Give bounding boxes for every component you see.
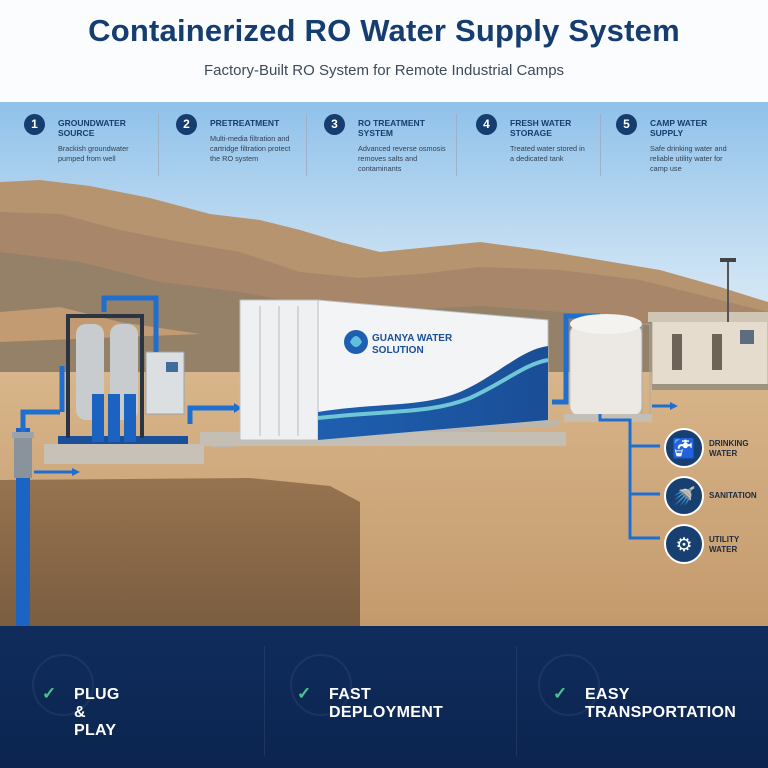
gears-icon: ⚙ xyxy=(664,524,704,564)
step-divider xyxy=(306,114,307,176)
ghost-circle-decoration xyxy=(538,654,600,716)
step-number-badge: 5 xyxy=(616,114,637,135)
page-title: Containerized RO Water Supply System xyxy=(88,13,680,48)
feature-label: PLUG & PLAY xyxy=(74,686,120,740)
container-brand-line1: GUANYA WATER xyxy=(372,333,453,344)
ghost-circle-decoration xyxy=(290,654,352,716)
feature-divider xyxy=(264,646,265,756)
step-title: FRESH WATER STORAGE xyxy=(510,118,572,138)
feature-label-line2: TRANSPORTATION xyxy=(585,704,737,721)
features-footer: ✓ PLUG & PLAY ✓ FAST DEPLOYMENT ✓ EASY T… xyxy=(0,626,768,768)
step-title: CAMP WATER SUPPLY xyxy=(650,118,708,138)
feature-divider xyxy=(516,646,517,756)
step-number-badge: 1 xyxy=(24,114,45,135)
site-scene-svg xyxy=(0,102,768,626)
ghost-circle-decoration xyxy=(32,654,94,716)
container-brand: GUANYA WATER SOLUTION xyxy=(372,333,482,357)
header: Containerized RO Water Supply System Fac… xyxy=(0,0,768,102)
step-number-badge: 3 xyxy=(324,114,345,135)
feature-label: EASY TRANSPORTATION xyxy=(585,686,736,722)
step-title: RO TREATMENT SYSTEM xyxy=(358,118,425,138)
process-steps: 1 GROUNDWATER SOURCE Brackish groundwate… xyxy=(0,102,768,182)
step-divider xyxy=(158,114,159,176)
step-title: GROUNDWATER SOURCE xyxy=(58,118,126,138)
shower-icon: 🚿 xyxy=(664,476,704,516)
outlet-label-drinking-water: DRINKING WATER xyxy=(709,439,749,458)
step-divider xyxy=(600,114,601,176)
feature-label-line1: PLUG & PLAY xyxy=(74,686,120,739)
faucet-icon: 🚰 xyxy=(664,428,704,468)
step-description: Treated water stored in a dedicated tank xyxy=(510,144,585,163)
feature-label-line2: DEPLOYMENT xyxy=(329,704,444,721)
outlet-label-sanitation: SANITATION xyxy=(709,491,757,500)
check-icon: ✓ xyxy=(42,684,57,703)
step-title: PRETREATMENT xyxy=(210,118,280,128)
step-number-badge: 2 xyxy=(176,114,197,135)
step-description: Brackish groundwater pumped from well xyxy=(58,144,129,163)
feature-label-line1: EASY xyxy=(585,686,630,703)
check-icon: ✓ xyxy=(553,684,568,703)
step-description: Safe drinking water and reliable utility… xyxy=(650,144,727,173)
feature-label-line1: FAST xyxy=(329,686,372,703)
feature-label: FAST DEPLOYMENT xyxy=(329,686,443,722)
container-brand-line2: SOLUTION xyxy=(372,345,424,356)
step-divider xyxy=(456,114,457,176)
check-icon: ✓ xyxy=(297,684,312,703)
step-description: Multi-media filtration and cartridge fil… xyxy=(210,134,291,163)
step-number-badge: 4 xyxy=(476,114,497,135)
page-subtitle: Factory-Built RO System for Remote Indus… xyxy=(203,62,565,79)
step-description: Advanced reverse osmosis removes salts a… xyxy=(358,144,446,173)
site-illustration xyxy=(0,102,768,626)
outlet-label-utility-water: UTILITY WATER xyxy=(709,535,740,554)
